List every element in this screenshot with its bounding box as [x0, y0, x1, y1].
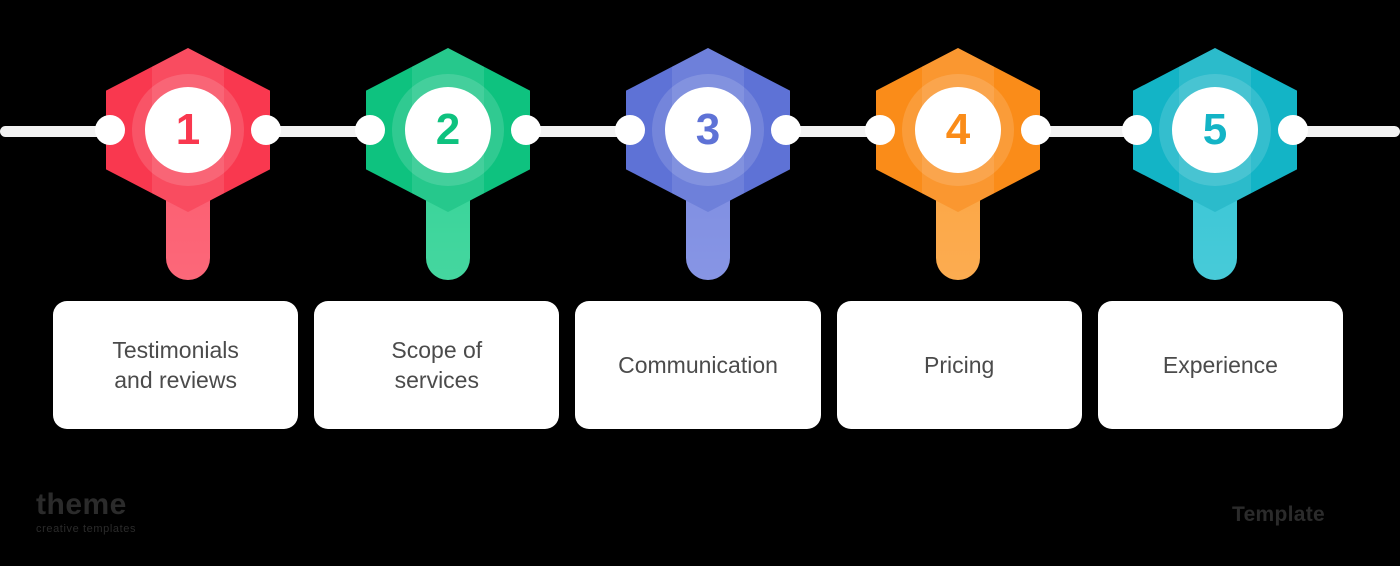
- step-marker-3[interactable]: 3: [608, 48, 808, 280]
- step-markers: 1 2 3 4 5: [88, 48, 1315, 280]
- connector-knob-left: [865, 115, 895, 145]
- step-number-disc: 5: [1172, 87, 1258, 173]
- step-card-label: Scope of services: [391, 336, 483, 393]
- step-number-label: 5: [1202, 105, 1228, 154]
- step-label-cards: Testimonials and reviews Scope of service…: [53, 301, 1344, 429]
- connector-knob-right: [251, 115, 281, 145]
- step-number-disc: 3: [665, 87, 751, 173]
- connector-knob-right: [511, 115, 541, 145]
- step-number-disc: 4: [915, 87, 1001, 173]
- watermark-left-subtitle: creative templates: [36, 522, 137, 535]
- step-marker-4[interactable]: 4: [858, 48, 1058, 280]
- step-number-disc: 2: [405, 87, 491, 173]
- step-card-5[interactable]: Experience: [1097, 301, 1344, 429]
- connector-knob-right: [1278, 115, 1308, 145]
- step-card-3[interactable]: Communication: [575, 301, 821, 429]
- step-card-2[interactable]: Scope of services: [314, 301, 560, 429]
- step-card-label: Communication: [618, 351, 778, 378]
- step-card-label: Pricing: [924, 351, 995, 378]
- step-card-4[interactable]: Pricing: [836, 301, 1082, 429]
- connector-knob-left: [355, 115, 385, 145]
- step-number-label: 2: [435, 105, 461, 154]
- step-number-label: 4: [945, 105, 971, 154]
- connector-knob-left: [95, 115, 125, 145]
- step-marker-1[interactable]: 1: [88, 48, 288, 280]
- connector-knob-right: [771, 115, 801, 145]
- connector-knob-left: [615, 115, 645, 145]
- connector-knob-left: [1122, 115, 1152, 145]
- step-number-label: 3: [695, 105, 721, 154]
- step-card-label: Experience: [1162, 351, 1278, 378]
- connector-knob-right: [1021, 115, 1051, 145]
- step-number-label: 1: [175, 105, 201, 154]
- watermark-left-title: theme: [36, 488, 127, 521]
- step-marker-2[interactable]: 2: [348, 48, 548, 280]
- step-card-1[interactable]: Testimonials and reviews: [53, 301, 299, 429]
- watermark-left: theme creative templates: [36, 488, 136, 535]
- watermark-right: Template: [1232, 503, 1326, 526]
- step-card-label: Testimonials and reviews: [112, 336, 239, 393]
- step-marker-5[interactable]: 5: [1115, 48, 1315, 280]
- step-number-disc: 1: [145, 87, 231, 173]
